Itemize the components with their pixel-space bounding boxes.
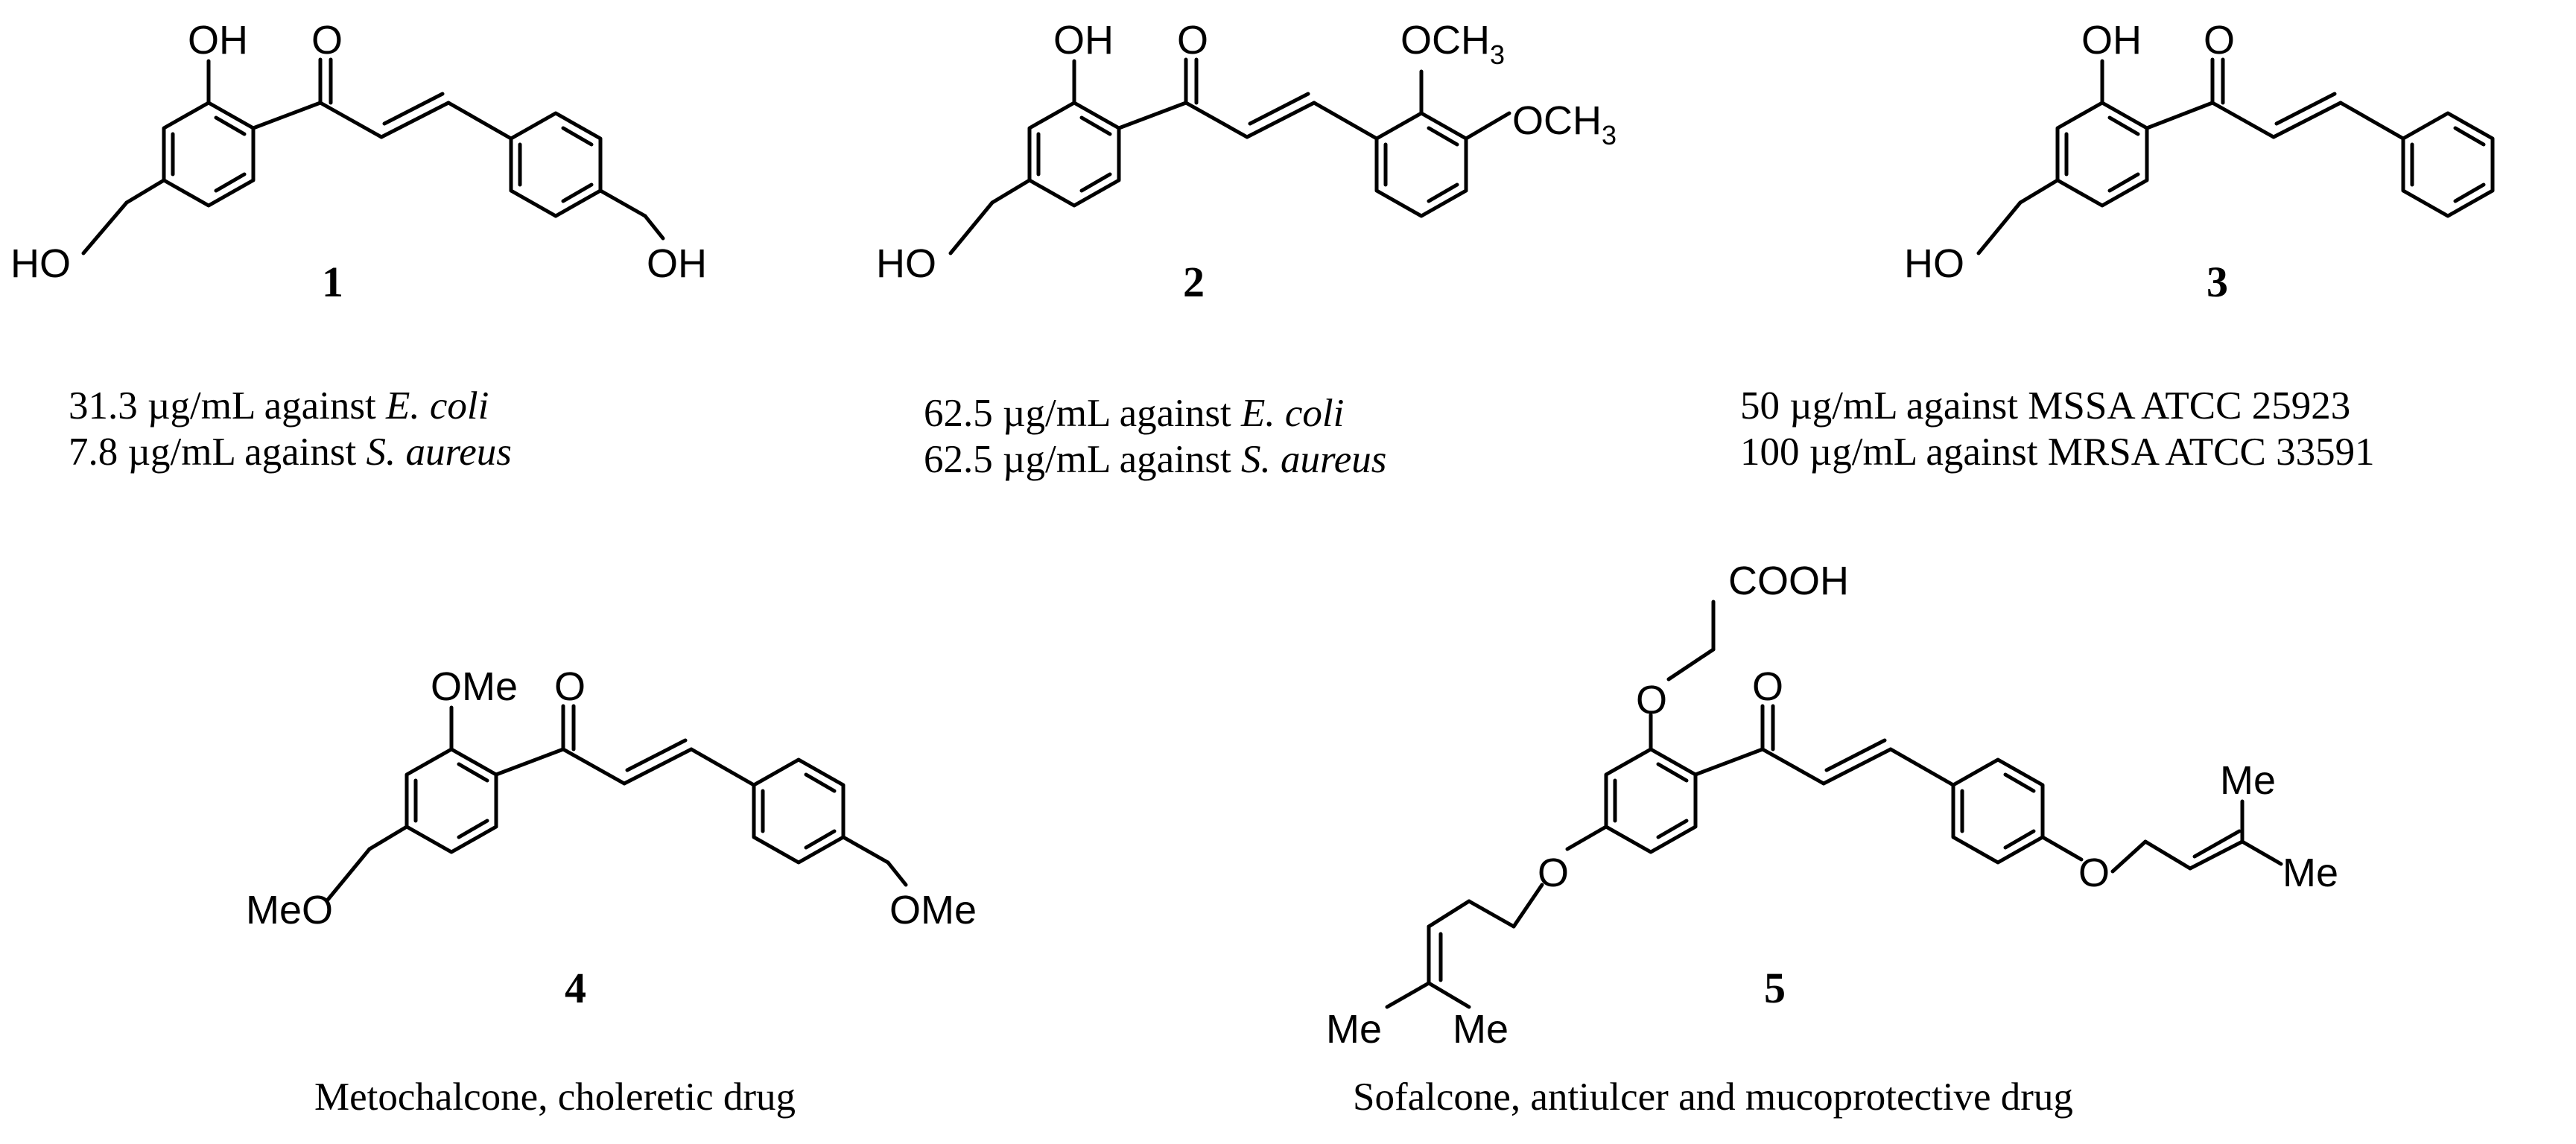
compound-1-ho-left: HO (10, 241, 71, 286)
compound-4-ome-right: OMe (889, 888, 977, 932)
compound-2-number: 2 (1183, 258, 1205, 306)
compound-1-activity: 31.3 µg/mL against E. coli 7.8 µg/mL aga… (69, 384, 512, 474)
compound-4-carbonyl-o: O (554, 664, 586, 709)
compound-5-cooh: COOH (1728, 559, 1849, 603)
compound-4-bonds (326, 704, 908, 902)
compound-4-meo-left: MeO (246, 888, 333, 932)
compound-2-carbonyl-o: O (1177, 18, 1208, 63)
compound-2-bonds (948, 57, 1511, 255)
compound-5-ether-o: O (1636, 678, 1667, 722)
compound-3: OH HO O 3 (1904, 18, 2495, 306)
compound-4-ome-top: OMe (431, 664, 518, 709)
compound-3-bonds (1976, 57, 2495, 255)
compound-1-ho-bond (81, 200, 129, 255)
compound-4-number: 4 (565, 964, 586, 1012)
compound-2-methoxy-right: OCH3 (1512, 98, 1617, 150)
compound-2: OH HO O OCH3 OCH3 2 (876, 18, 1617, 306)
compound-5-me-4: Me (2282, 851, 2338, 895)
compound-5-me-3: Me (2220, 758, 2276, 803)
compound-5-carbonyl-o: O (1752, 664, 1783, 709)
compound-1-activity-line-2: 7.8 µg/mL against S. aureus (69, 430, 512, 474)
compound-3-carbonyl-o: O (2204, 18, 2235, 63)
compound-1-bonds (124, 57, 647, 218)
compound-1-oh-right: OH (647, 241, 707, 286)
compound-3-number: 3 (2207, 258, 2228, 306)
compound-4-caption: Metochalcone, choleretic drug (314, 1075, 796, 1119)
compound-5-right-o: O (2078, 851, 2110, 895)
compound-5-left-o: O (1538, 851, 1569, 895)
compound-2-methoxy-top: OCH3 (1400, 18, 1505, 70)
compound-1: OH HO O OH 1 (10, 18, 707, 306)
compound-1-number: 1 (322, 258, 343, 306)
compound-2-activity: 62.5 µg/mL against E. coli 62.5 µg/mL ag… (924, 392, 1386, 481)
compound-3-oh-top: OH (2081, 18, 2142, 63)
compound-3-activity-line-1: 50 µg/mL against MSSA ATCC 25923 (1740, 384, 2350, 428)
compound-5-caption: Sofalcone, antiulcer and mucoprotective … (1353, 1075, 2073, 1119)
compound-3-activity-line-2: 100 µg/mL against MRSA ATCC 33591 (1740, 430, 2375, 474)
compound-2-ho-left: HO (876, 241, 936, 286)
compound-3-ho-left: HO (1904, 241, 1964, 286)
compound-4: OMe MeO O OMe 4 Metochalcone, choleretic… (246, 664, 977, 1119)
compound-5: COOH O O O O Me Me Me Me 5 Sofalcone, an… (1326, 559, 2338, 1119)
compound-5-number: 5 (1764, 964, 1786, 1012)
compound-1-carbonyl-o: O (311, 18, 343, 63)
compound-2-activity-line-1: 62.5 µg/mL against E. coli (924, 392, 1344, 435)
compound-5-bonds (1385, 600, 2283, 1009)
compound-5-me-2: Me (1453, 1007, 1509, 1052)
compound-2-activity-line-2: 62.5 µg/mL against S. aureus (924, 438, 1386, 481)
compound-1-activity-line-1: 31.3 µg/mL against E. coli (69, 384, 489, 428)
compound-3-activity: 50 µg/mL against MSSA ATCC 25923 100 µg/… (1740, 384, 2375, 474)
compound-2-oh-top: OH (1053, 18, 1114, 63)
compound-1-oh-right-bond (643, 214, 665, 241)
compound-1-oh-top: OH (188, 18, 248, 63)
compound-5-me-1: Me (1326, 1007, 1382, 1052)
